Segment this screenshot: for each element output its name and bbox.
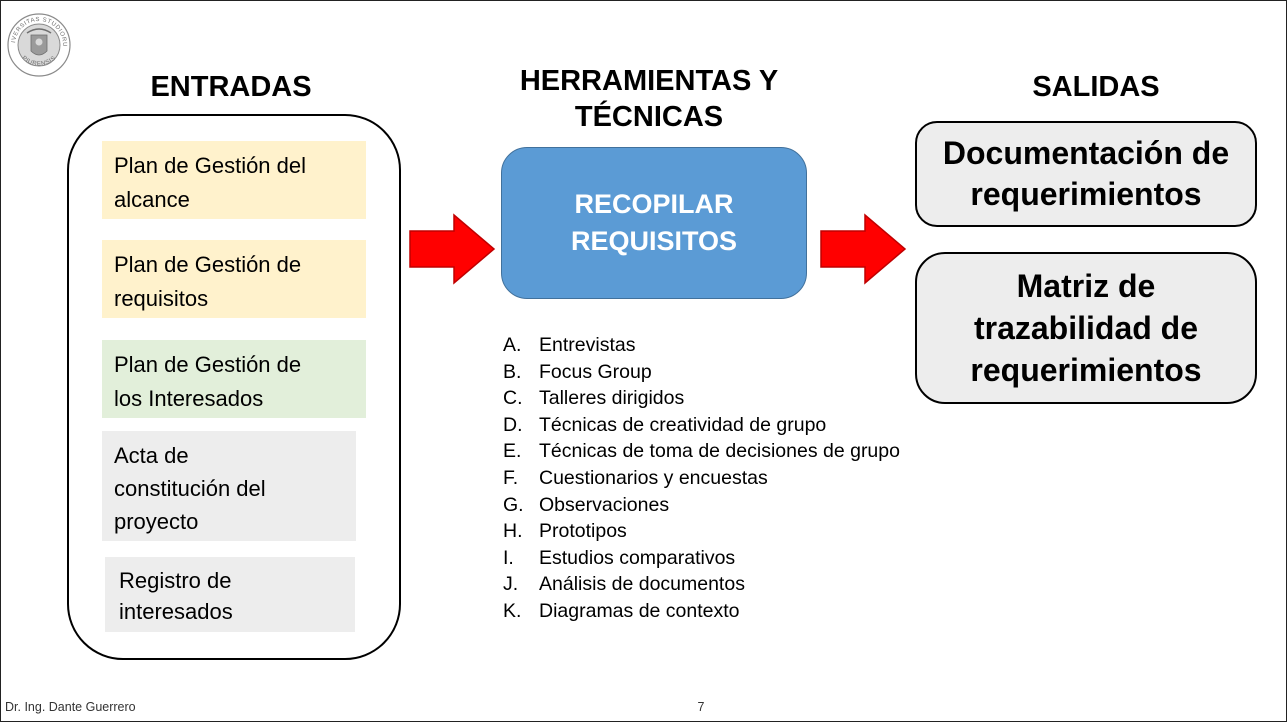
input-line: requisitos [114, 286, 209, 311]
list-item: G. Observaciones [503, 492, 1023, 519]
list-item-letter: G. [503, 493, 524, 516]
list-item: A. Entrevistas [503, 332, 1023, 359]
input-line: Acta de [114, 443, 189, 468]
input-line: constitución del [114, 476, 266, 501]
list-item: J. Análisis de documentos [503, 571, 1023, 598]
input-line: Plan de Gestión de [114, 352, 302, 377]
list-item: E. Técnicas de toma de decisiones de grup… [503, 438, 1023, 465]
output-line: requerimientos [970, 352, 1202, 388]
output-line: requerimientos [970, 176, 1202, 212]
list-item-letter: H. [503, 520, 523, 543]
heading-herramientas-line1: HERRAMIENTAS Y [519, 65, 779, 97]
list-item-letter: J. [503, 573, 519, 596]
list-item: B. Focus Group [503, 359, 1023, 386]
list-item: K. Diagramas de contexto [503, 598, 1023, 625]
input-line: interesados [119, 599, 233, 624]
list-item-text: Diagramas de contexto [539, 599, 740, 622]
heading-entradas: ENTRADAS [150, 71, 312, 103]
list-item: C. Talleres dirigidos [503, 385, 1023, 412]
heading-herramientas-tecnicas: HERRAMIENTAS Y TÉCNICAS [479, 63, 819, 136]
input-line: alcance [114, 187, 190, 212]
input-line: los Interesados [114, 386, 264, 411]
list-item-letter: C. [503, 387, 523, 410]
heading-herramientas-line2: TÉCNICAS [574, 101, 724, 134]
input-line: proyecto [114, 509, 199, 534]
list-item-letter: I. [503, 546, 514, 569]
tools-techniques-list: A. Entrevistas B. Focus Group C. Talleres d… [503, 332, 1023, 625]
slide-number: 7 [697, 700, 705, 714]
output-documentacion-requerimientos: Documentación de requerimientos [915, 121, 1257, 227]
input-plan-gestion-alcance: Plan de Gestión del alcance [102, 141, 366, 219]
list-item-text: Observaciones [539, 493, 670, 516]
input-acta-constitucion: Acta de constitución del proyecto [102, 431, 356, 541]
list-item-text: Focus Group [539, 360, 652, 383]
input-line: Plan de Gestión del [114, 153, 307, 178]
output-line: trazabilidad de [973, 310, 1199, 346]
university-seal-logo: UNIVERSITAS STUDIORUM PIURENSIS [5, 5, 71, 77]
footer-author: Dr. Ing. Dante Guerrero [5, 700, 136, 714]
list-item-text: Técnicas de toma de decisiones de grupo [539, 440, 900, 463]
input-registro-interesados: Registro de interesados [105, 557, 355, 632]
list-item-text: Análisis de documentos [539, 573, 745, 596]
list-item: D. Técnicas de creatividad de grupo [503, 412, 1023, 439]
output-matriz-trazabilidad: Matriz de trazabilidad de requerimientos [915, 252, 1257, 404]
output-line: Matriz de [1016, 268, 1156, 304]
input-line: Registro de [119, 568, 232, 593]
heading-salidas: SALIDAS [1032, 71, 1160, 103]
list-item-text: Estudios comparativos [539, 546, 736, 569]
list-item-text: Cuestionarios y encuestas [539, 466, 768, 489]
list-item-letter: E. [503, 440, 522, 463]
process-line1: RECOPILAR [574, 189, 734, 219]
list-item-text: Talleres dirigidos [539, 387, 685, 410]
list-item-letter: D. [503, 413, 523, 436]
input-plan-gestion-requisitos: Plan de Gestión de requisitos [102, 240, 366, 318]
list-item-letter: A. [503, 334, 522, 356]
output-line: Documentación de [942, 135, 1230, 171]
list-item: H. Prototipos [503, 518, 1023, 545]
list-item-text: Técnicas de creatividad de grupo [539, 413, 827, 436]
input-line: Plan de Gestión de [114, 252, 302, 277]
arrow-right-icon [409, 213, 496, 285]
list-item-text: Entrevistas [539, 334, 636, 356]
list-item-letter: B. [503, 360, 522, 383]
input-plan-gestion-interesados: Plan de Gestión de los Interesados [102, 340, 366, 418]
list-item-text: Prototipos [539, 520, 627, 543]
list-item-letter: F. [503, 466, 519, 489]
list-item: I. Estudios comparativos [503, 545, 1023, 572]
process-line2: REQUISITOS [570, 226, 738, 256]
list-item-letter: K. [503, 599, 522, 622]
arrow-right-icon [820, 213, 907, 285]
process-recopilar-requisitos: RECOPILAR REQUISITOS [501, 147, 807, 299]
list-item: F. Cuestionarios y encuestas [503, 465, 1023, 492]
